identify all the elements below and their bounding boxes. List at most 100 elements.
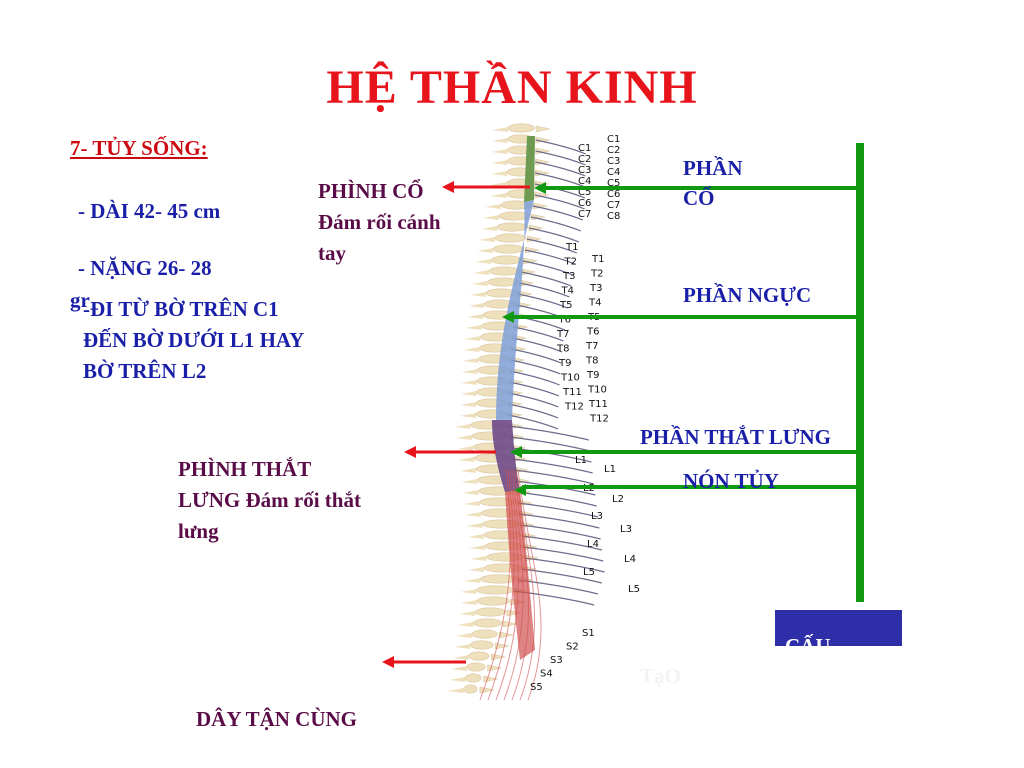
vertebra-process bbox=[461, 369, 478, 374]
vertebra-process bbox=[495, 642, 510, 650]
vertebra-label-lumbar: L4 bbox=[624, 554, 636, 565]
vertebra-process bbox=[459, 611, 476, 616]
structure-button[interactable]: CẤU bbox=[775, 610, 902, 646]
vertebra-label-cervical: C5 bbox=[607, 178, 620, 189]
nerve-root bbox=[534, 194, 585, 210]
label-line: PHẦN bbox=[683, 156, 743, 180]
nerve-root bbox=[535, 172, 586, 188]
nerve-root bbox=[517, 579, 599, 595]
vertebra-label-thoracic: T6 bbox=[586, 327, 599, 338]
nerve-root bbox=[512, 337, 563, 353]
cord-weight: - NẶNG 26- 28 bbox=[78, 256, 212, 280]
cauda-strand bbox=[487, 469, 515, 701]
vertebra-body bbox=[492, 244, 525, 254]
vertebra-label-thoracic: T10 bbox=[560, 373, 580, 384]
vertebra-body bbox=[476, 596, 510, 606]
nerve-root bbox=[524, 557, 605, 573]
nerve-root bbox=[508, 381, 560, 397]
label-lumbar-part: PHẦN THẮT LƯNG bbox=[640, 425, 831, 449]
vertebra-process bbox=[454, 424, 471, 429]
vertebra-process bbox=[450, 666, 467, 671]
label-lumbar-enlargement: PHÌNH THẮT LƯNG Đám rối thắt lưng bbox=[178, 454, 418, 547]
vertebra-process bbox=[457, 446, 474, 451]
vertebra-process bbox=[470, 556, 487, 561]
label-line: PHÌNH CỔ bbox=[318, 179, 424, 203]
vertebra-label-thoracic: T8 bbox=[585, 356, 598, 367]
label-terminal-nerves: DÂY TẬN CÙNG bbox=[196, 707, 358, 731]
nerve-root bbox=[513, 469, 595, 485]
vertebra-label-thoracic: T1 bbox=[565, 242, 578, 253]
section-heading: 7- TỦY SỐNG: bbox=[70, 136, 208, 160]
nerve-root bbox=[508, 403, 559, 419]
nerve-root bbox=[535, 139, 587, 155]
cauda-strand bbox=[515, 469, 536, 701]
label-conus: NÓN TỦY bbox=[683, 469, 779, 493]
vertebra-process bbox=[481, 226, 498, 231]
cord-extent-line: ĐẾN BỜ DƯỚI L1 HAY bbox=[83, 328, 305, 352]
vertebra-process bbox=[459, 468, 476, 473]
vertebra-label-thoracic: T7 bbox=[585, 341, 598, 352]
vertebra-label-sacral: S3 bbox=[550, 655, 563, 666]
vertebra-process bbox=[465, 325, 482, 330]
nerve-root bbox=[528, 227, 580, 243]
page-title: HỆ THẦN KINH bbox=[326, 61, 698, 114]
vertebra-process bbox=[462, 490, 479, 495]
nerve-root bbox=[508, 425, 589, 441]
vertebra-process bbox=[464, 578, 481, 583]
nerve-root bbox=[523, 546, 604, 562]
vertebra-process bbox=[464, 336, 481, 341]
vertebra-process bbox=[468, 303, 485, 308]
vertebra-process bbox=[460, 402, 477, 407]
label-line: tay bbox=[318, 241, 346, 265]
vertebra-label-cervical: C1 bbox=[607, 134, 620, 145]
vertebra-process bbox=[463, 347, 480, 352]
vertebra-process bbox=[468, 567, 485, 572]
vertebra-process bbox=[535, 125, 551, 133]
pointer-thoracic-part-head bbox=[502, 311, 514, 323]
nerve-root bbox=[522, 260, 574, 276]
vertebra-process bbox=[454, 644, 471, 649]
vertebra-label-sacral: S5 bbox=[530, 682, 543, 693]
nerve-root bbox=[535, 161, 586, 177]
vertebra-label-sacral: S2 bbox=[566, 642, 579, 653]
label-line: lưng bbox=[178, 519, 219, 543]
nerve-root bbox=[535, 150, 586, 166]
arrow-lumbar-enlargement-head bbox=[404, 446, 416, 458]
cord-extent: -ĐI TỪ BỜ TRÊN C1 ĐẾN BỜ DƯỚI L1 HAY BỜ … bbox=[83, 294, 304, 387]
nerve-root bbox=[517, 502, 599, 518]
vertebra-body bbox=[471, 629, 498, 639]
label-line: CỔ bbox=[683, 186, 715, 210]
vertebra-process bbox=[491, 171, 508, 176]
nerve-root bbox=[520, 524, 601, 540]
nerve-root bbox=[534, 183, 586, 199]
vertebra-body bbox=[464, 673, 482, 683]
vertebra-process bbox=[492, 127, 509, 132]
vertebra-process bbox=[461, 479, 478, 484]
label-line: LƯNG Đám rối thắt bbox=[178, 488, 361, 512]
vertebra-process bbox=[477, 248, 494, 253]
vertebra-process bbox=[461, 380, 478, 385]
vertebra-process bbox=[469, 545, 486, 550]
structure-tail-text: TạO bbox=[640, 664, 681, 688]
vertebra-process bbox=[460, 391, 477, 396]
vertebra-label-thoracic: T9 bbox=[558, 358, 571, 369]
nerve-root bbox=[511, 348, 562, 364]
nerve-root bbox=[508, 392, 559, 408]
vertebra-process bbox=[491, 160, 508, 165]
nerve-root bbox=[517, 293, 569, 309]
vertebra-body bbox=[474, 607, 506, 617]
nerve-root bbox=[510, 359, 561, 375]
vertebral-column bbox=[447, 123, 551, 694]
vertebra-body bbox=[490, 255, 523, 265]
vertebra-body bbox=[496, 222, 529, 232]
nerve-root bbox=[524, 249, 576, 265]
vertebra-labels: C1C2C3C4C5C6C7C8C1C2C3C4C5C6C7T1T2T3T4T5… bbox=[530, 134, 640, 693]
vertebra-process bbox=[466, 314, 483, 319]
vertebra-label-lumbar: L2 bbox=[612, 494, 624, 505]
vertebra-process bbox=[502, 620, 518, 628]
vertebra-label-thoracic: T11 bbox=[562, 387, 582, 398]
vertebra-process bbox=[483, 215, 500, 220]
vertebra-label-thoracic: T1 bbox=[591, 254, 604, 265]
vertebra-label-lumbar: L3 bbox=[591, 511, 603, 522]
